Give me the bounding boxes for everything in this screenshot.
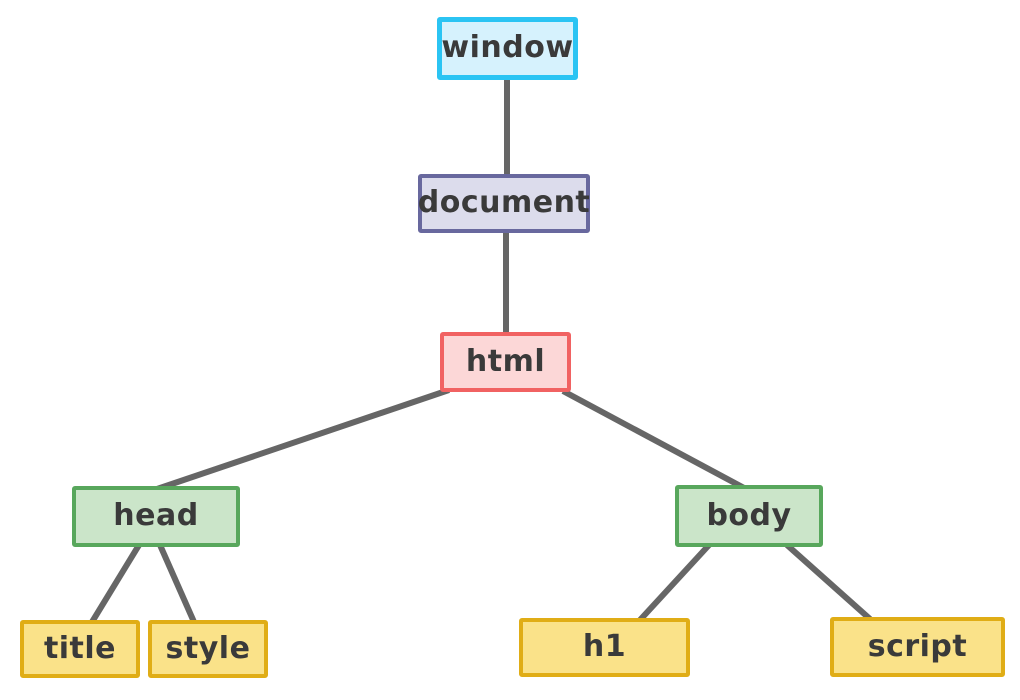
node-html: html xyxy=(440,332,571,392)
node-document-label: document xyxy=(417,185,591,220)
node-title-label: title xyxy=(43,630,117,666)
edge-body-script xyxy=(785,542,872,622)
node-script-label: script xyxy=(867,628,968,664)
node-style-label: style xyxy=(165,630,251,666)
node-window-label: window xyxy=(441,30,574,65)
edge-body-h1 xyxy=(637,542,712,623)
node-head: head xyxy=(72,486,240,547)
node-script: script xyxy=(830,617,1005,677)
node-html-label: html xyxy=(465,343,546,379)
edge-head-title xyxy=(89,543,142,624)
node-h1: h1 xyxy=(519,618,690,677)
node-window: window xyxy=(437,17,578,80)
edge-html-body xyxy=(561,388,748,492)
node-h1-label: h1 xyxy=(582,629,627,664)
edge-html-head xyxy=(156,387,450,492)
node-body: body xyxy=(675,485,823,547)
node-style: style xyxy=(148,620,268,678)
node-head-label: head xyxy=(113,498,199,533)
edge-head-style xyxy=(157,543,197,624)
node-title: title xyxy=(20,620,140,678)
node-body-label: body xyxy=(706,497,792,533)
node-document: document xyxy=(418,174,590,233)
